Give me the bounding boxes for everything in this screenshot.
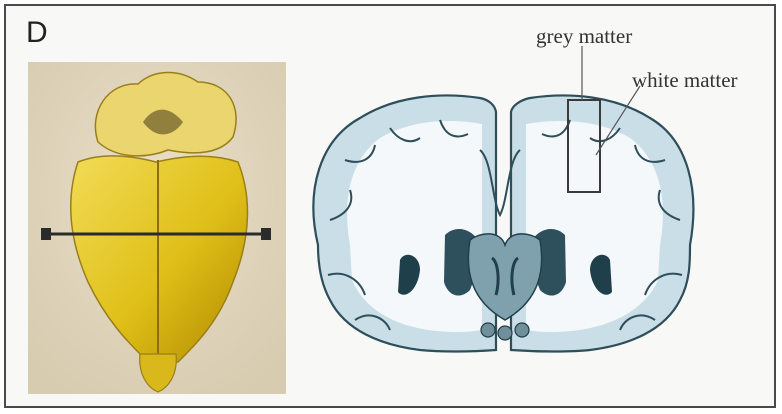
right-white-matter (526, 121, 663, 332)
left-white-matter (347, 121, 482, 332)
